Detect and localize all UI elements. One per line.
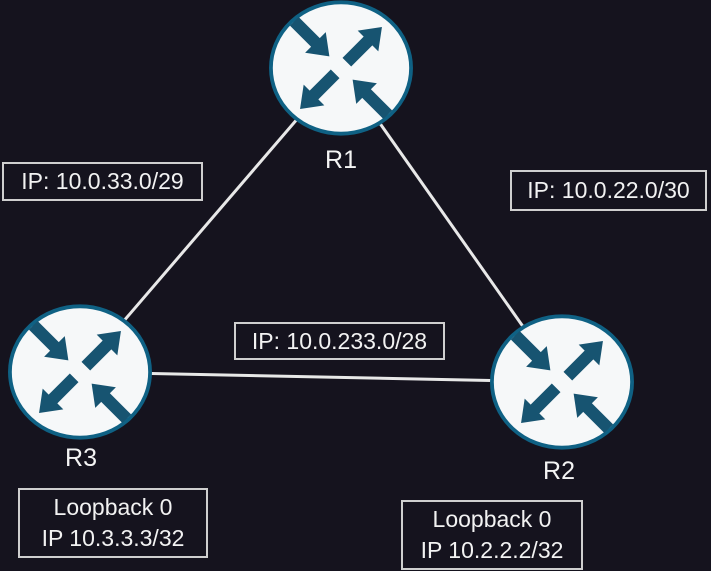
link-label-r3-r2: IP: 10.0.233.0/28 bbox=[234, 322, 445, 360]
router-icon bbox=[269, 0, 413, 136]
link-label-text: IP: 10.0.33.0/29 bbox=[21, 168, 184, 194]
router-node-r2[interactable] bbox=[490, 314, 634, 450]
loopback-title: Loopback 0 bbox=[432, 506, 552, 532]
router-node-r1[interactable] bbox=[269, 0, 413, 136]
node-label-r3: R3 bbox=[65, 444, 97, 472]
router-icon bbox=[490, 314, 634, 450]
loopback-ip: IP 10.2.2.2/32 bbox=[420, 537, 564, 563]
link-label-r1-r3: IP: 10.0.33.0/29 bbox=[2, 162, 203, 201]
router-node-r3[interactable] bbox=[8, 304, 152, 440]
loopback-title: Loopback 0 bbox=[53, 494, 173, 520]
loopback-box-r2: Loopback 0 IP 10.2.2.2/32 bbox=[401, 500, 583, 570]
link-line-r3-r2 bbox=[79, 370, 563, 384]
node-label-r2: R2 bbox=[543, 457, 575, 485]
link-label-text: IP: 10.0.22.0/30 bbox=[527, 177, 690, 203]
loopback-ip: IP 10.3.3.3/32 bbox=[41, 525, 185, 551]
link-label-r1-r2: IP: 10.0.22.0/30 bbox=[510, 170, 707, 211]
loopback-box-r3: Loopback 0 IP 10.3.3.3/32 bbox=[18, 488, 208, 558]
node-label-r1: R1 bbox=[325, 146, 357, 174]
link-label-text: IP: 10.0.233.0/28 bbox=[251, 327, 428, 354]
router-icon bbox=[8, 304, 152, 440]
